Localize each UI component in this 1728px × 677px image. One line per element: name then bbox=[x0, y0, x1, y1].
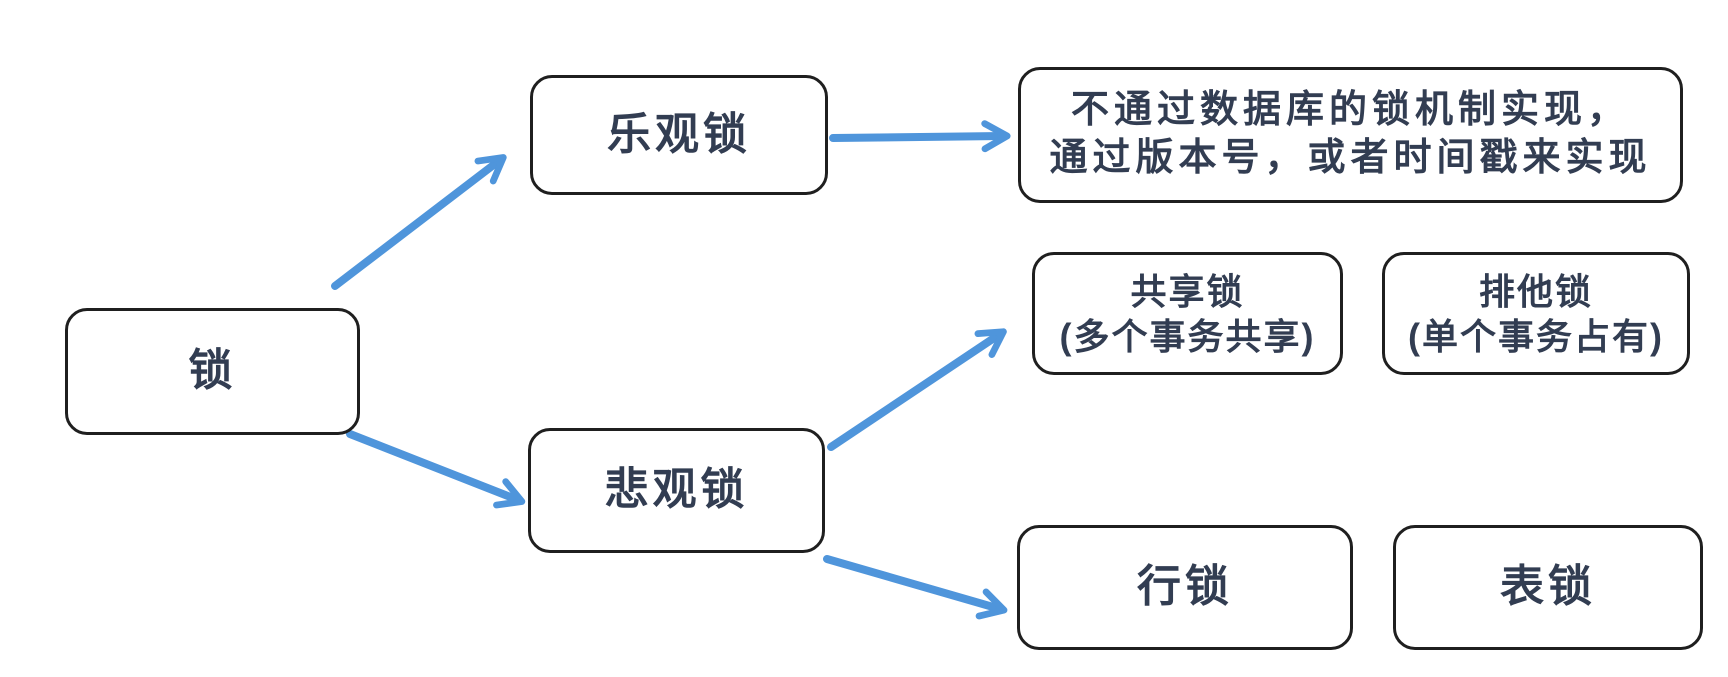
node-shared-lock-title: 共享锁 bbox=[1130, 270, 1245, 312]
node-optimistic-lock-label: 乐观锁 bbox=[607, 109, 751, 159]
edge-lock-pessimistic-arrow bbox=[346, 430, 526, 509]
node-table-lock: 表锁 bbox=[1393, 525, 1703, 650]
node-lock: 锁 bbox=[65, 308, 360, 435]
node-pessimistic-lock: 悲观锁 bbox=[528, 428, 825, 553]
node-exclusive-lock-title: 排他锁 bbox=[1478, 270, 1593, 312]
node-shared-lock: 共享锁 (多个事务共享) bbox=[1032, 252, 1343, 375]
node-table-lock-label: 表锁 bbox=[1500, 562, 1596, 612]
node-shared-lock-subtitle: (多个事务共享) bbox=[1059, 315, 1316, 357]
optimistic-implementation-line2: 通过版本号，或者时间戳来实现 bbox=[1049, 137, 1652, 179]
optimistic-implementation-line1: 不通过数据库的锁机制实现， bbox=[1070, 89, 1630, 132]
edge-pessimistic-shared-arrow bbox=[827, 328, 1007, 451]
node-optimistic-lock: 乐观锁 bbox=[530, 75, 828, 195]
node-exclusive-lock: 排他锁 (单个事务占有) bbox=[1382, 252, 1690, 375]
node-row-lock-label: 行锁 bbox=[1137, 562, 1233, 612]
edge-optimistic-desc-arrow bbox=[829, 120, 1011, 153]
edge-lock-optimistic-arrow bbox=[331, 154, 507, 290]
edge-pessimistic-row-arrow bbox=[823, 555, 1008, 620]
node-optimistic-implementation: 不通过数据库的锁机制实现， 通过版本号，或者时间戳来实现 bbox=[1018, 67, 1683, 203]
node-exclusive-lock-subtitle: (单个事务占有) bbox=[1408, 315, 1664, 357]
node-lock-label: 锁 bbox=[188, 346, 237, 396]
node-pessimistic-lock-label: 悲观锁 bbox=[604, 465, 749, 515]
node-row-lock: 行锁 bbox=[1017, 525, 1353, 650]
